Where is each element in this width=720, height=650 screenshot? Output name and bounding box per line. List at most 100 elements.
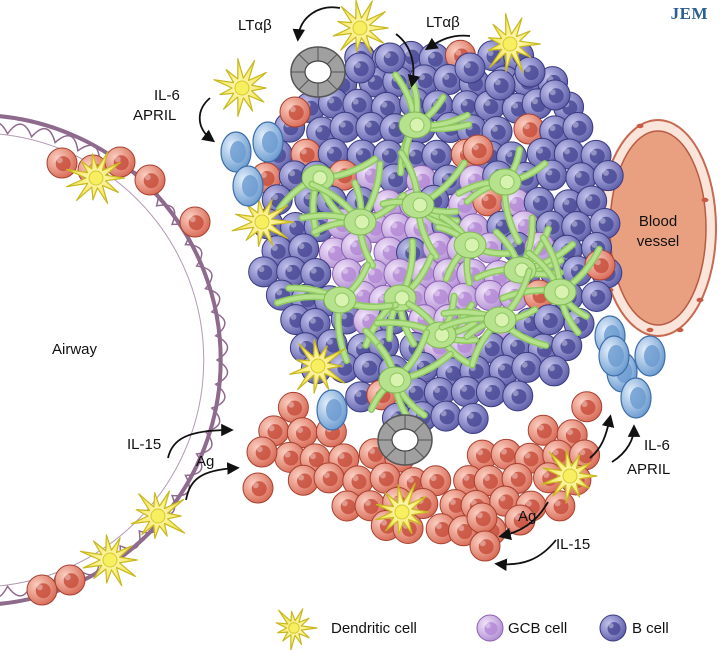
il6-right-label: IL-6: [644, 437, 670, 454]
b-cell: [538, 355, 570, 387]
plasma-cell: [242, 472, 274, 504]
il15-left-arrow: [167, 423, 234, 459]
plasma-cell: [466, 502, 498, 534]
high-endothelial-venule: [290, 46, 346, 98]
legend-gcb-label: GCB cell: [508, 620, 567, 637]
fdc-cell: [362, 327, 454, 425]
b-cell: [562, 111, 594, 143]
b-cell: [288, 233, 320, 265]
plasma-cell: [331, 490, 363, 522]
gcb-cell: [423, 280, 455, 312]
plasma-cell: [466, 439, 498, 471]
dendritic-cell: [213, 58, 267, 117]
b-cell: [514, 56, 546, 88]
b-cell: [539, 79, 571, 111]
dendritic-cell: [65, 151, 126, 204]
legend: Dendritic cell GCB cell B cell: [275, 608, 669, 650]
b-cell: [374, 42, 406, 74]
overlay-cells: [65, 0, 666, 587]
journal-logo: JEM: [670, 4, 708, 23]
b-cell: [589, 208, 621, 240]
dendritic-cell: [332, 0, 389, 54]
plasma-cell: [26, 574, 58, 606]
plasma-cell: [501, 463, 533, 495]
dendritic-cell: [130, 490, 186, 540]
b-cell: [484, 69, 516, 101]
plasma-cell: [420, 465, 452, 497]
plasma-cell: [313, 462, 345, 494]
gcb-cell-legend-icon: [476, 614, 504, 642]
il6-april-top-arrow: [198, 97, 216, 143]
plasma-cell: [513, 113, 545, 145]
b-cell: [539, 115, 571, 147]
dendritic-cell: [289, 338, 346, 394]
plasma-cell: [277, 391, 309, 423]
dendritic-cell-legend-icon: [275, 608, 318, 650]
b-cell: [454, 52, 486, 84]
plasma-cell: [469, 530, 501, 562]
b-cell: [533, 304, 565, 336]
legend-dendritic-label: Dendritic cell: [331, 620, 417, 637]
plasma-cell: [179, 206, 211, 238]
b-cell: [378, 163, 410, 195]
b-cell: [423, 377, 455, 409]
dendritic-cell: [79, 534, 138, 587]
il6-right-arrow-2: [611, 424, 641, 463]
lta-left-label: LTαβ: [238, 17, 272, 34]
lta-left-arrow: [292, 6, 341, 42]
b-cell: [551, 330, 583, 362]
plasma-cell: [46, 147, 78, 179]
plasma-cell: [504, 504, 536, 536]
dendritic-cell: [487, 12, 541, 73]
gcb-cell: [474, 280, 506, 312]
fdc-cell: [434, 213, 512, 287]
fdc-cell: [455, 145, 549, 245]
memory-b-cell: [232, 165, 264, 207]
april-right-label: APRIL: [627, 461, 670, 478]
dendritic-cell: [540, 449, 598, 504]
plasma-cell: [286, 417, 318, 449]
plasma-cell: [425, 513, 457, 545]
fdc-network: [273, 71, 603, 425]
b-cell-legend-icon: [599, 614, 627, 642]
b-cell: [299, 307, 331, 339]
b-cell: [344, 52, 376, 84]
plasma-cell: [246, 436, 278, 468]
b-cell: [300, 257, 332, 289]
b-cell: [475, 376, 507, 408]
b-cell: [511, 351, 543, 383]
b-cell: [342, 88, 374, 120]
b-cell: [450, 376, 482, 408]
legend-bcell-label: B cell: [632, 620, 669, 637]
memory-b-cell: [634, 335, 666, 377]
gcb-cell: [381, 212, 413, 244]
plasma-cell: [462, 134, 494, 166]
plasma-cell: [571, 391, 603, 423]
dendritic-cell: [231, 199, 295, 247]
b-cell: [457, 403, 489, 435]
b-cell: [355, 111, 387, 143]
il15-left-label: IL-15: [127, 436, 161, 453]
plasma-cell: [490, 438, 522, 470]
lta-right-label: LTαβ: [426, 14, 460, 31]
ag-bottom-arrow: [498, 501, 549, 541]
arrows: [167, 6, 641, 572]
b-cell: [329, 111, 361, 143]
dendritic-cell-icon: [275, 608, 318, 650]
il15-bottom-label: IL-15: [556, 536, 590, 553]
fdc-cell: [273, 261, 400, 365]
plasma-cell: [54, 564, 86, 596]
fdc-cell: [438, 267, 550, 369]
fdc-cell: [499, 234, 603, 337]
il6-right-arrow-1: [589, 414, 615, 459]
memory-b-cell: [220, 131, 252, 173]
b-cell: [248, 256, 280, 288]
blood-vessel: [599, 119, 717, 337]
april-top-label: APRIL: [133, 107, 176, 124]
ag-left-arrow: [185, 462, 240, 501]
b-cell-icon: [599, 614, 627, 642]
memory-b-cell: [252, 121, 284, 163]
blood-vessel-label-1: Blood: [639, 213, 677, 230]
b-cell: [553, 138, 585, 170]
